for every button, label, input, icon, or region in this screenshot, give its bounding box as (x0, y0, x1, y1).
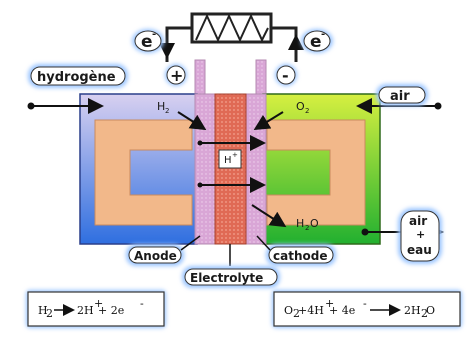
svg-text:e: e (141, 32, 153, 52)
air-water-outlet-label: air + eau (398, 208, 442, 264)
svg-text:-: - (321, 29, 325, 40)
svg-text:+ 4e: + 4e (329, 304, 355, 317)
cathode-equation: O 2 +4H + + 4e - 2H 2 O (272, 290, 462, 328)
cathode-diffusion-layer (245, 93, 267, 245)
svg-text:-: - (152, 29, 156, 40)
svg-text:H: H (157, 100, 165, 113)
electron-bubble-left: e - (132, 29, 164, 53)
reaction-arrows (177, 111, 287, 228)
svg-text:-: - (363, 297, 367, 310)
svg-text:+: + (94, 297, 103, 310)
cathode-label: cathode (256, 235, 336, 266)
svg-text:O: O (310, 217, 319, 230)
svg-text:+4H: +4H (298, 304, 324, 317)
svg-text:hydrogène: hydrogène (37, 70, 116, 85)
anode-compartment (79, 93, 198, 245)
svg-text:O: O (296, 100, 305, 113)
svg-text:H: H (224, 155, 232, 166)
svg-text:O: O (426, 304, 435, 317)
species-label-hplus: H + (218, 149, 242, 169)
external-circuit (159, 12, 304, 62)
svg-text:air: air (409, 214, 427, 228)
resistor-icon (190, 12, 273, 44)
svg-text:+: + (170, 66, 183, 85)
svg-text:H: H (296, 217, 304, 230)
svg-text:+: + (232, 151, 238, 159)
cathode-compartment (262, 93, 381, 245)
svg-text:2: 2 (293, 307, 300, 320)
svg-text:-: - (282, 66, 289, 85)
svg-text:2: 2 (305, 107, 309, 115)
anode-polarity-plus: + (165, 64, 187, 86)
svg-text:+: + (416, 228, 425, 241)
svg-text:Electrolyte: Electrolyte (190, 271, 263, 285)
svg-text:eau: eau (407, 243, 432, 257)
svg-text:O: O (284, 304, 293, 317)
anode-diffusion-layer (194, 93, 216, 245)
svg-text:2: 2 (46, 307, 53, 320)
svg-text:+ 2e: + 2e (98, 304, 124, 317)
svg-text:H: H (38, 304, 48, 317)
svg-text:cathode: cathode (273, 249, 327, 263)
anode-label: Anode (126, 235, 201, 266)
species-label-o2: O 2 (296, 100, 309, 115)
hydrogen-inlet-label: hydrogène (28, 64, 128, 88)
svg-text:-: - (140, 297, 144, 310)
electrolyte-label: Electrolyte (182, 244, 280, 288)
svg-text:2: 2 (305, 224, 309, 232)
svg-text:air: air (390, 89, 410, 104)
svg-text:+: + (325, 297, 334, 310)
anode-equation: H 2 2H + + 2e - (26, 290, 166, 328)
svg-text:2H: 2H (404, 304, 421, 317)
electrolyte-membrane (214, 93, 247, 245)
cathode-polarity-minus: - (275, 64, 297, 86)
electron-bubble-right: e - (301, 29, 333, 53)
svg-text:e: e (310, 32, 322, 52)
species-label-h2o: H 2 O (296, 217, 319, 232)
cathode-plate (266, 119, 366, 226)
svg-text:2: 2 (165, 107, 169, 115)
svg-text:2: 2 (421, 307, 428, 320)
species-label-h2: H 2 (157, 100, 169, 115)
svg-text:2H: 2H (77, 304, 94, 317)
svg-text:Anode: Anode (134, 249, 177, 263)
air-inlet-label: air (376, 84, 428, 106)
